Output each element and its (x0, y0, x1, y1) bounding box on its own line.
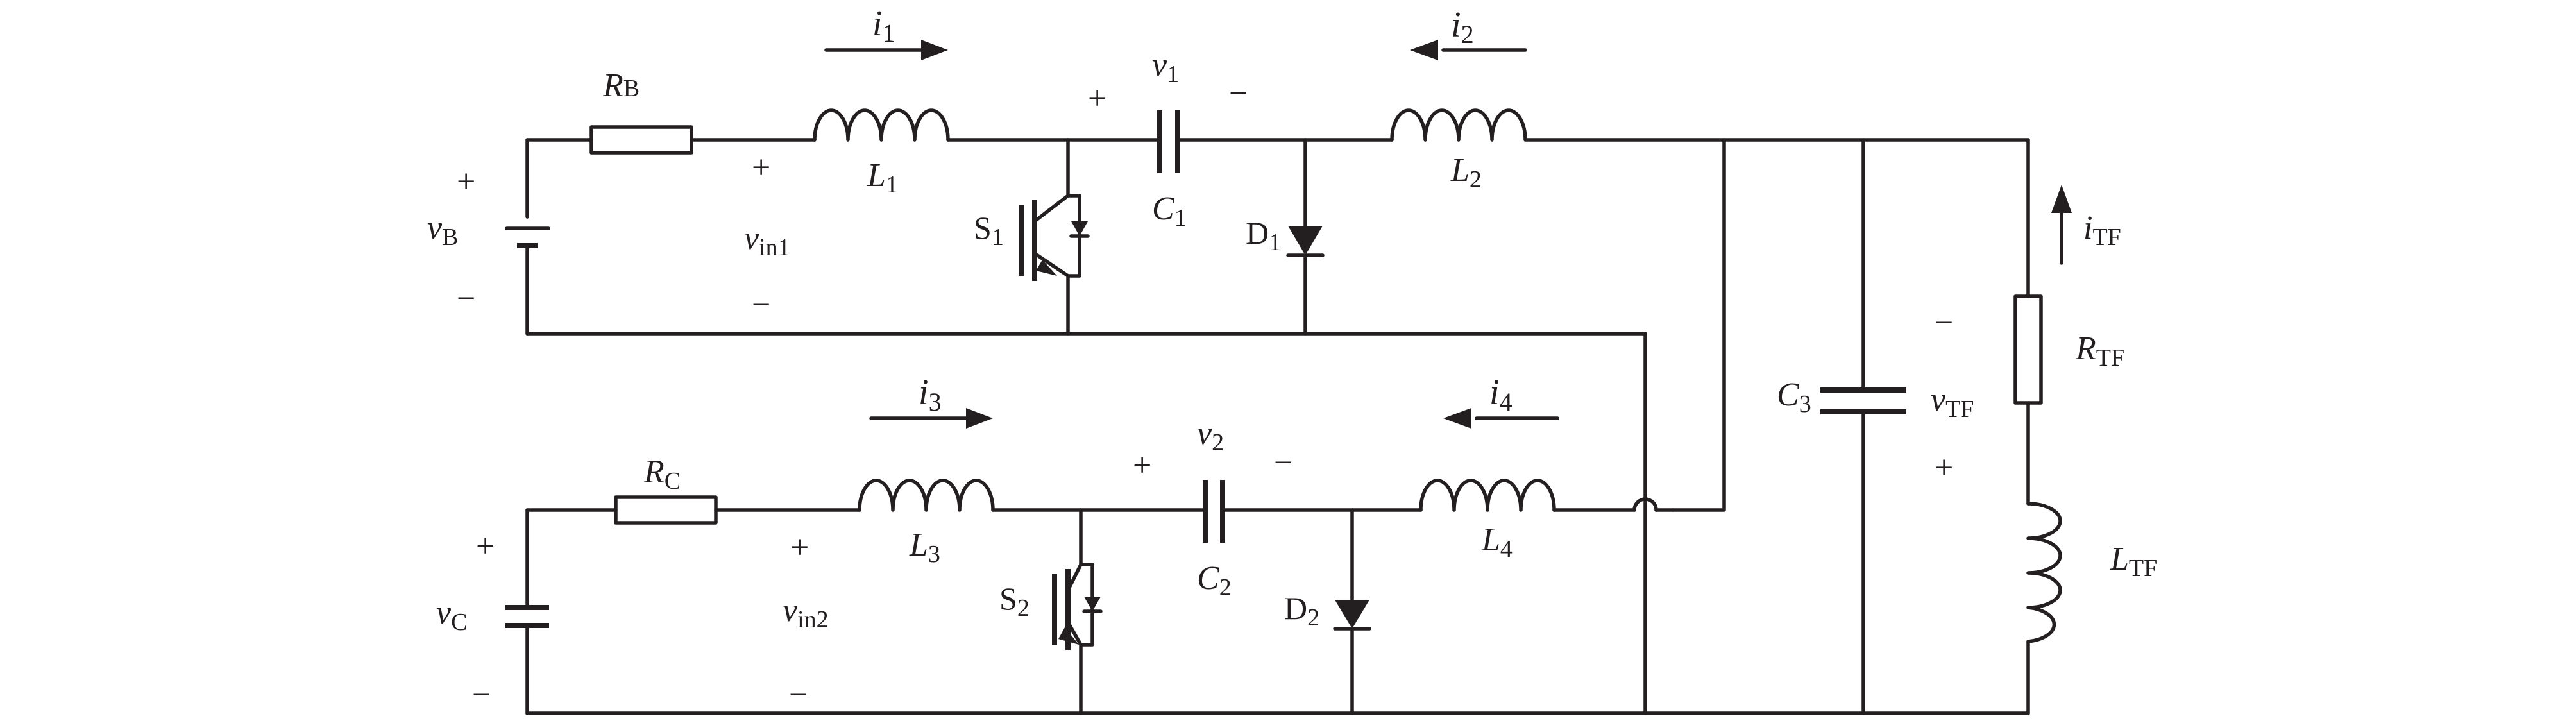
capacitor-C2 (1203, 480, 1225, 543)
current-arrow-i3 (869, 408, 993, 429)
inductor-L3 (858, 479, 995, 512)
label-vB: vB (427, 210, 458, 251)
minus-sign-v1: − (1229, 75, 1248, 112)
label-iTF: iTF (2083, 210, 2121, 251)
battery-vB (505, 226, 550, 248)
label-C1: C1 (1152, 191, 1187, 232)
battery-vC (505, 605, 549, 628)
label-v1: v1 (1152, 47, 1179, 88)
inductor-L1 (813, 108, 950, 142)
label-v2: v2 (1197, 415, 1224, 456)
label-L3: L3 (909, 527, 940, 568)
label-LTF: LTF (2110, 541, 2157, 582)
label-RTF: RTF (2075, 330, 2124, 371)
output-wires (1861, 138, 2030, 715)
top-converter-wires (525, 138, 2030, 715)
current-arrow-i4 (1443, 408, 1559, 429)
plus-sign-vTF: + (1935, 450, 1953, 486)
label-vin2: vin2 (783, 592, 829, 633)
plus-sign-v2: + (1133, 447, 1151, 484)
current-arrow-i1 (824, 40, 948, 60)
label-L4: L4 (1481, 522, 1513, 563)
minus-sign-vin2: − (789, 677, 808, 713)
current-arrow-i2 (1410, 40, 1527, 60)
label-i4: i4 (1489, 373, 1513, 416)
label-RC: RC (643, 454, 681, 495)
inductor-L4 (1419, 479, 1556, 512)
capacitor-C3 (1820, 387, 1906, 414)
capacitor-C1 (1157, 110, 1180, 173)
diode-D2 (1333, 600, 1371, 631)
plus-sign-v1: + (1088, 80, 1106, 117)
label-D2: D2 (1284, 590, 1319, 631)
plus-sign-vB: + (457, 164, 475, 200)
label-D1: D1 (1246, 215, 1281, 256)
minus-sign-vTF: − (1935, 305, 1953, 341)
minus-sign-vB: − (457, 280, 475, 317)
label-C3: C3 (1777, 377, 1811, 418)
label-L2: L2 (1450, 152, 1482, 193)
igbt-switch-S1 (1019, 194, 1090, 281)
minus-sign-v2: − (1274, 445, 1292, 481)
label-vTF: vTF (1931, 382, 1974, 423)
resistor-RTF (2013, 294, 2043, 405)
bottom-converter-wires (525, 497, 2030, 715)
diode-D1 (1286, 226, 1325, 257)
resistor-RC (614, 495, 718, 525)
current-arrow-iTF (2051, 185, 2072, 265)
label-S1: S1 (974, 210, 1004, 251)
minus-sign-vin1: − (752, 287, 770, 323)
plus-sign-vin1: + (752, 149, 770, 186)
label-S2: S2 (999, 581, 1030, 622)
plus-sign-vin2: + (790, 529, 809, 566)
label-vC: vC (436, 595, 467, 636)
label-RB: RB (602, 67, 640, 104)
inductor-L2 (1390, 108, 1527, 142)
plus-sign-vC: + (476, 528, 495, 565)
label-vin1: vin1 (744, 220, 790, 261)
inductor-LTF (2026, 502, 2062, 643)
minus-sign-vC: − (472, 677, 491, 713)
igbt-switch-S2 (1052, 563, 1103, 650)
label-i1: i1 (872, 4, 895, 47)
label-L1: L1 (867, 157, 898, 198)
label-C2: C2 (1197, 560, 1232, 601)
label-i2: i2 (1451, 5, 1474, 49)
label-i3: i3 (919, 373, 942, 416)
resistor-RB (589, 125, 693, 155)
